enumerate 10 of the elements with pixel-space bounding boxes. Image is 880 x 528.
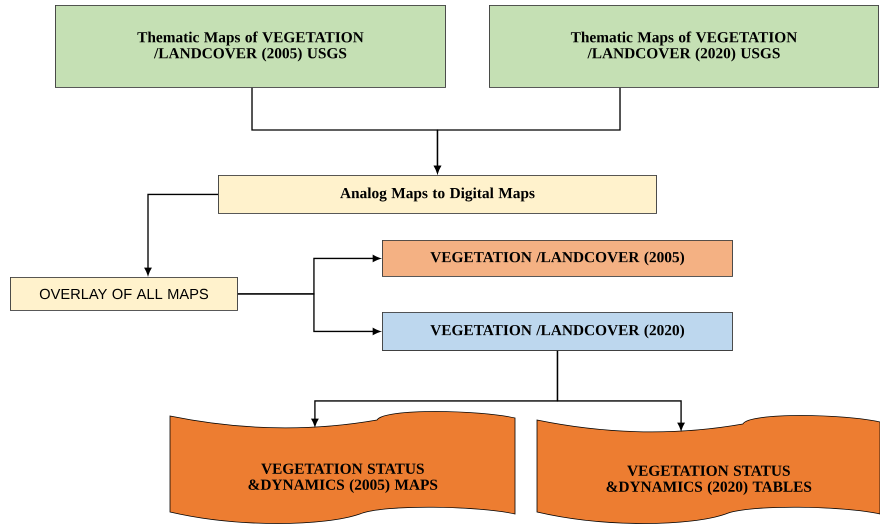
arrow: [556, 350, 684, 430]
process-box: OVERLAY OF ALL MAPS: [10, 277, 238, 311]
arrow: [238, 293, 380, 335]
process-box: Analog Maps to Digital Maps: [218, 175, 657, 214]
process-box: Thematic Maps of VEGETATION /LANDCOVER (2005) USGS: [55, 5, 446, 88]
arrow: [434, 88, 621, 174]
process-box: VEGETATION /LANDCOVER (2020): [382, 312, 733, 351]
process-box: VEGETATION /LANDCOVER (2005): [382, 240, 733, 277]
arrow: [144, 194, 218, 276]
process-box: Thematic Maps of VEGETATION /LANDCOVER (2020) USGS: [489, 5, 879, 88]
